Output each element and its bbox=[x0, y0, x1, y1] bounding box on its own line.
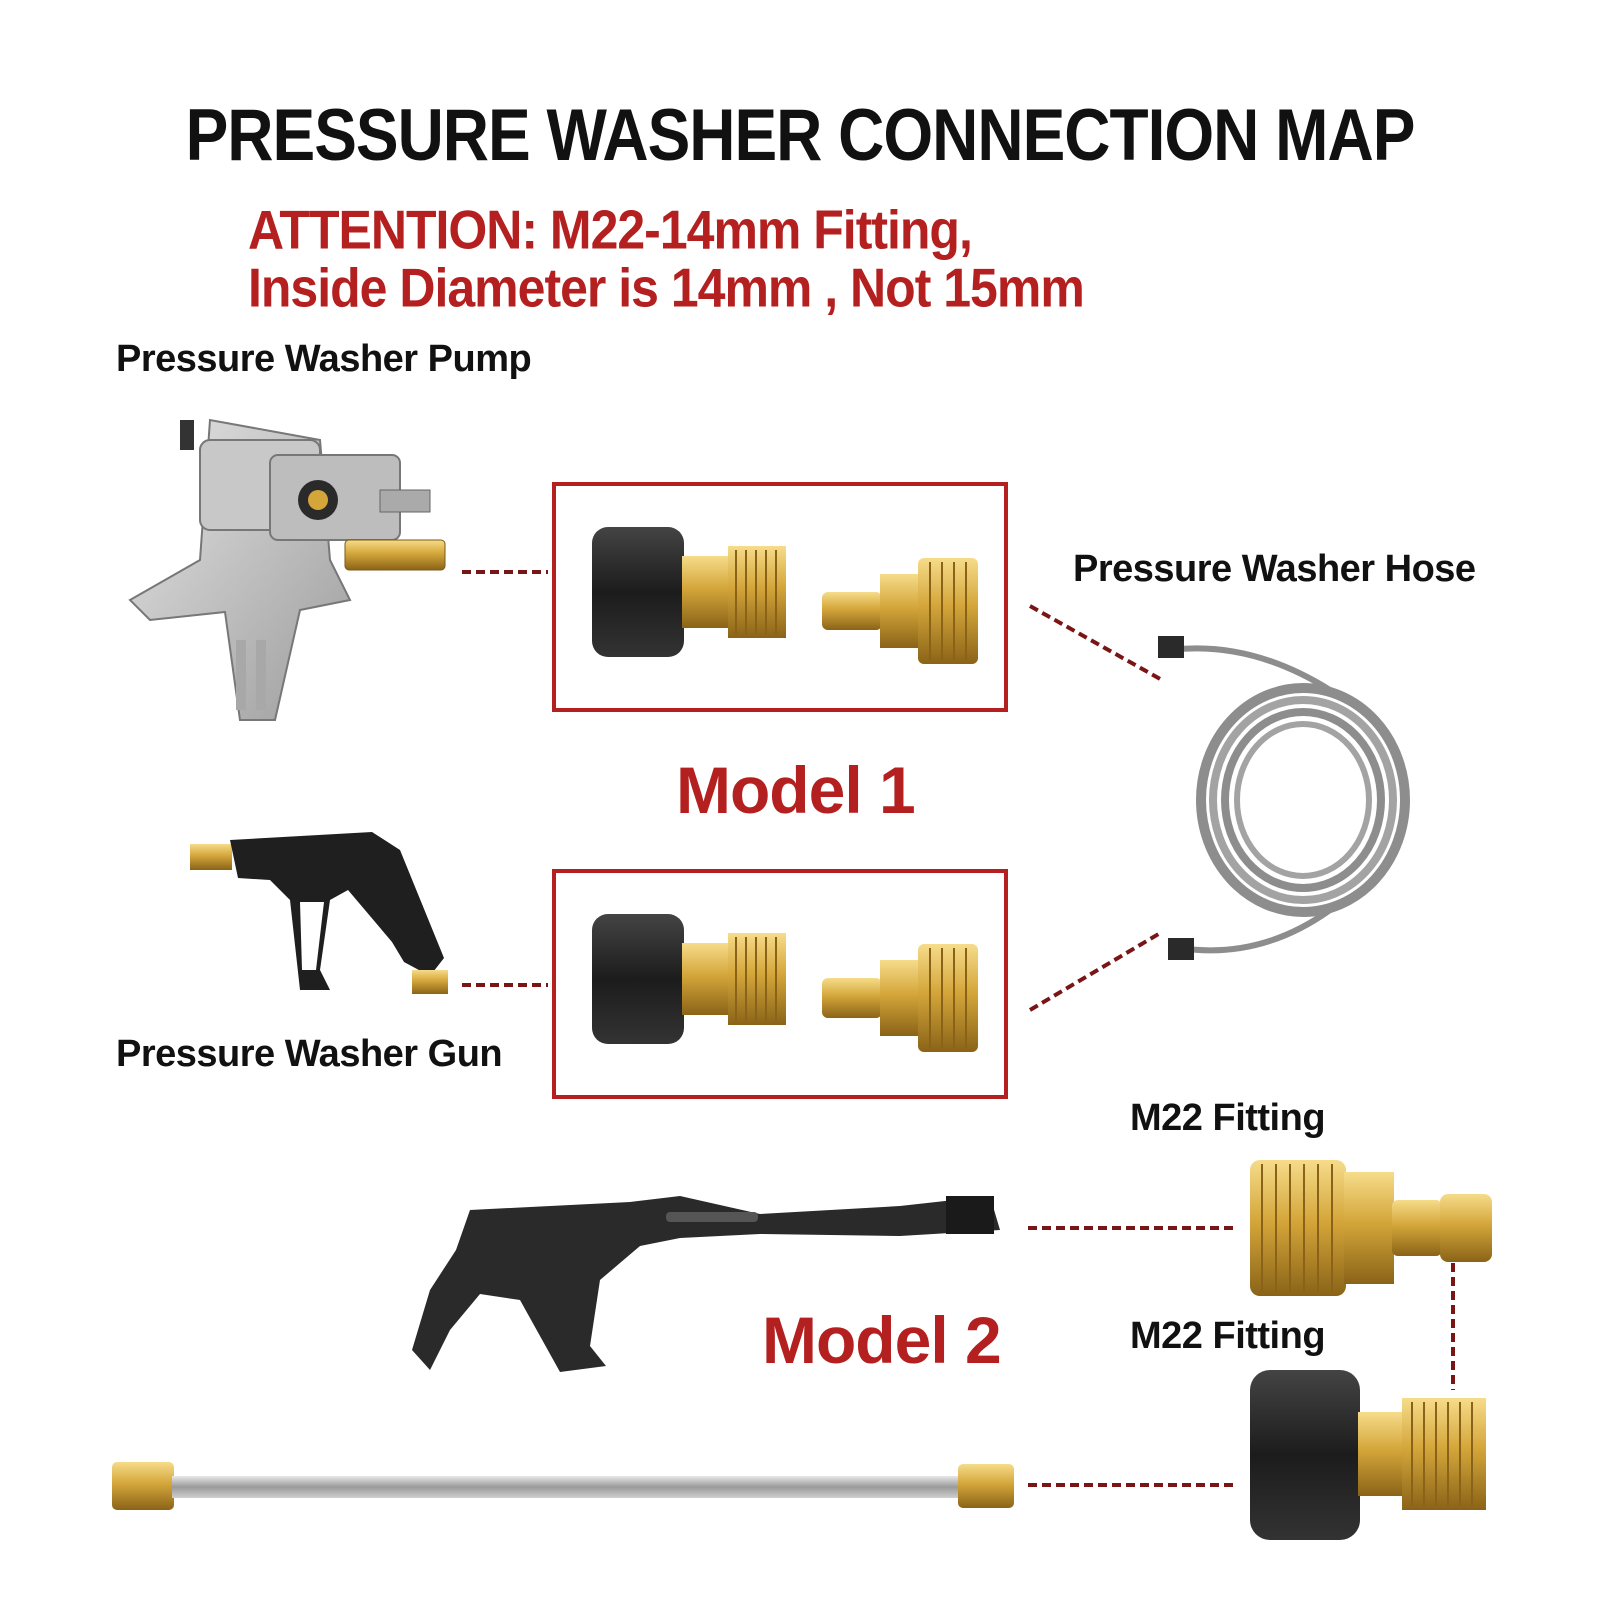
model-1-label: Model 1 bbox=[676, 753, 916, 827]
m22-male-fitting-model-2 bbox=[1250, 1160, 1492, 1296]
m22-female-fitting-top bbox=[592, 527, 786, 657]
model-1-frame-bottom bbox=[552, 869, 1008, 1099]
pressure-washer-pump-image bbox=[128, 418, 446, 721]
model-2-label: Model 2 bbox=[762, 1303, 1002, 1377]
connector-fitting-to-hose-bottom bbox=[1028, 930, 1164, 1012]
m22-male-plug-top bbox=[822, 558, 978, 664]
attention-line-2: Inside Diameter is 14mm , Not 15mm bbox=[248, 257, 1085, 319]
extension-lance-image bbox=[112, 1462, 1014, 1510]
pressure-washer-hose-image bbox=[1158, 636, 1410, 960]
m22-male-plug-gun bbox=[822, 944, 978, 1052]
connector-fitting-to-hose-top bbox=[1029, 604, 1163, 682]
model-1-frame-top bbox=[552, 482, 1008, 712]
m22-female-fitting-model-2 bbox=[1250, 1370, 1486, 1540]
label-pump: Pressure Washer Pump bbox=[116, 338, 532, 380]
m22-female-fitting-gun bbox=[592, 914, 786, 1044]
label-m22-top: M22 Fitting bbox=[1130, 1097, 1326, 1139]
label-hose: Pressure Washer Hose bbox=[1073, 548, 1476, 590]
label-gun: Pressure Washer Gun bbox=[116, 1033, 503, 1075]
attention-line-1: ATTENTION: M22-14mm Fitting, bbox=[248, 199, 973, 261]
spray-gun-with-extension-image bbox=[412, 1196, 1000, 1372]
pressure-washer-gun-image bbox=[190, 832, 448, 994]
label-m22-bottom: M22 Fitting bbox=[1130, 1315, 1326, 1357]
page-title: PRESSURE WASHER CONNECTION MAP bbox=[185, 93, 1416, 176]
